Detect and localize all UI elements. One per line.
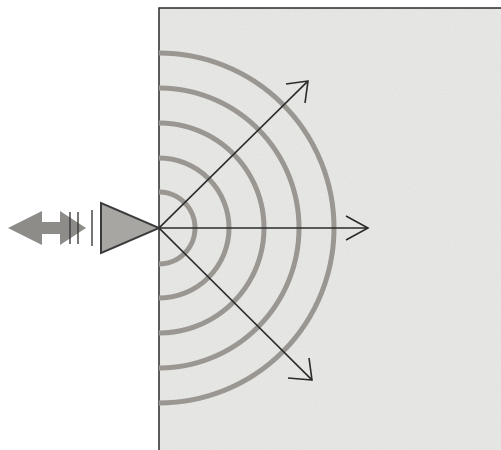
medium-texture (159, 8, 501, 450)
incoming-wave-right-arrow (60, 211, 86, 245)
double-arrow-icon (8, 210, 92, 246)
incoming-wave-left-arrow (8, 211, 42, 245)
triangle-emitter-icon (101, 203, 159, 253)
